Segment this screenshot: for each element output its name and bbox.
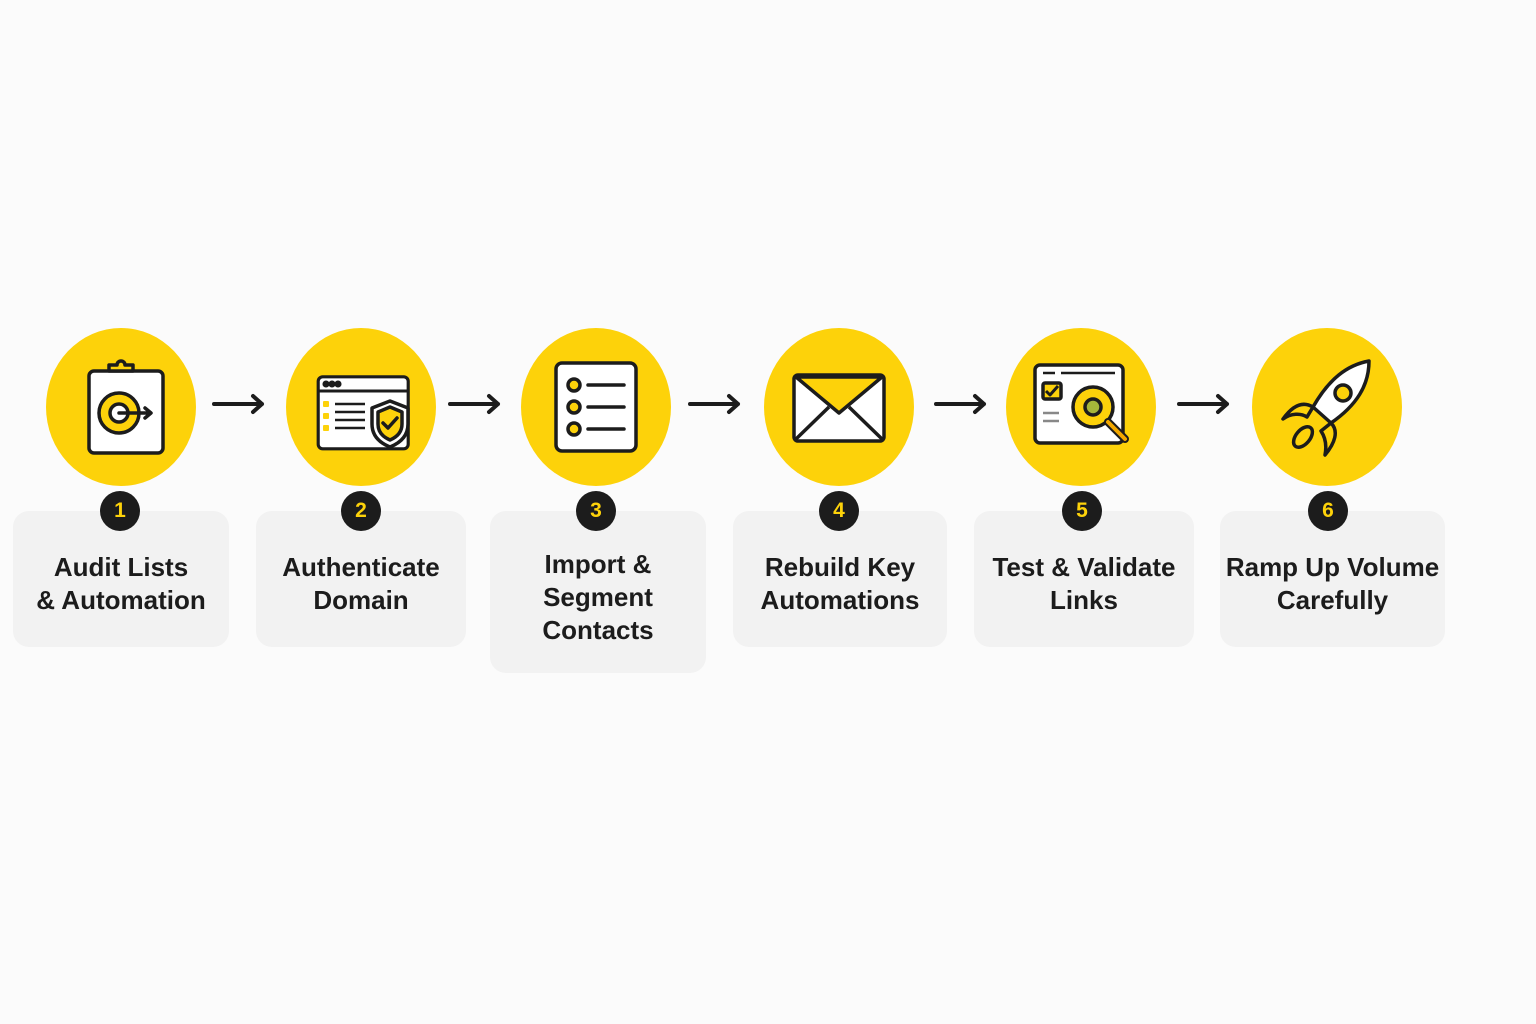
step-4-label: Rebuild Key Automations	[760, 552, 920, 615]
step-3-label: Import & Segment Contacts	[542, 548, 654, 645]
step-6-label: Ramp Up Volume Carefully	[1225, 552, 1440, 615]
rocket-icon	[1281, 359, 1371, 457]
step-1-label: Audit Lists & Automation	[36, 552, 206, 615]
step-6-icon-circle	[1252, 328, 1402, 486]
arrow-right-icon	[1177, 394, 1229, 414]
step-6-card: Ramp Up Volume Carefully	[1220, 511, 1445, 647]
step-4-icon-circle	[764, 328, 914, 486]
envelope-icon	[792, 373, 886, 443]
step-5-card: Test & Validate Links	[974, 511, 1194, 647]
step-4-number-badge: 4	[819, 491, 859, 531]
step-1-icon-circle	[46, 328, 196, 486]
step-3-icon-circle	[521, 328, 671, 486]
step-5-label: Test & Validate Links	[992, 552, 1176, 615]
magnifier-page-icon	[1033, 363, 1129, 445]
step-3-card: Import & Segment Contacts	[490, 511, 706, 673]
arrow-right-icon	[212, 394, 264, 414]
step-2-icon-circle	[286, 328, 436, 486]
step-5-icon-circle	[1006, 328, 1156, 486]
arrow-right-icon	[688, 394, 740, 414]
step-2-label: Authenticate Domain	[282, 552, 440, 615]
browser-shield-icon	[316, 375, 410, 451]
clipboard-target-icon	[87, 359, 165, 455]
step-4-card: Rebuild Key Automations	[733, 511, 947, 647]
step-1-number-badge: 1	[100, 491, 140, 531]
arrow-right-icon	[934, 394, 986, 414]
step-2-card: Authenticate Domain	[256, 511, 466, 647]
checklist-icon	[554, 361, 638, 453]
step-1-card: Audit Lists & Automation	[13, 511, 229, 647]
step-6-number-badge: 6	[1308, 491, 1348, 531]
arrow-right-icon	[448, 394, 500, 414]
step-5-number-badge: 5	[1062, 491, 1102, 531]
step-3-number-badge: 3	[576, 491, 616, 531]
step-2-number-badge: 2	[341, 491, 381, 531]
